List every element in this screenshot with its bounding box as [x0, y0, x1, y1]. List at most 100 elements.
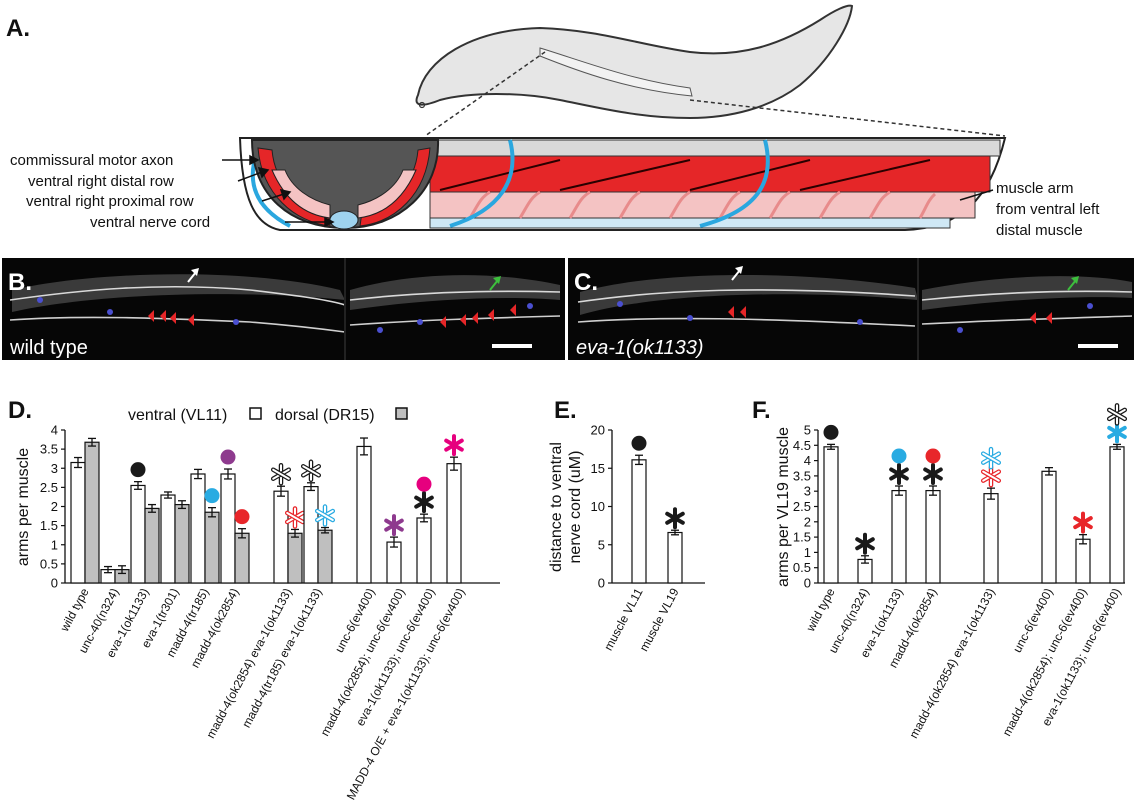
- significance-dot: [220, 449, 236, 465]
- y-tick-label: 1: [51, 537, 58, 552]
- ventral-nerve-cord-band: [429, 217, 951, 229]
- zoom-line-right: [689, 99, 1006, 137]
- y-tick-label: 3: [51, 461, 58, 476]
- significance-asterisk-inner: [316, 510, 334, 522]
- chart-d-legend: ventral (VL11) dorsal (DR15): [128, 407, 408, 424]
- bar: [70, 461, 86, 584]
- y-tick-label: 0: [598, 576, 605, 591]
- bar: [667, 531, 683, 584]
- panel-c-genotype: eva-1(ok1133): [576, 337, 703, 359]
- bar: [273, 490, 289, 584]
- significance-asterisk-inner: [982, 452, 1000, 464]
- significance-asterisk-stroke: [444, 438, 464, 452]
- bar: [287, 532, 303, 584]
- y-tick-label: 5: [598, 537, 605, 552]
- significance-asterisk: [270, 462, 292, 486]
- panel-e-label: E.: [554, 397, 577, 424]
- y-tick-label: 5: [804, 423, 811, 438]
- y-tick-label: 0: [51, 576, 58, 591]
- significance-dot: [234, 509, 250, 525]
- significance-asterisk-stroke: [1107, 425, 1127, 439]
- significance-dot: [891, 448, 907, 464]
- significance-dot: [631, 435, 647, 451]
- significance-asterisk: [384, 514, 404, 537]
- significance-asterisk-stroke: [855, 537, 875, 551]
- significance-dot: [130, 462, 146, 478]
- panel-b-label: B.: [8, 269, 32, 296]
- panel-c-label: C.: [574, 269, 598, 296]
- y-tick-label: 4: [51, 423, 58, 438]
- zoom-line-left: [424, 51, 546, 137]
- annotation-arrows: [222, 154, 335, 228]
- bar: [317, 529, 333, 584]
- legend-ventral-swatch: [249, 407, 262, 420]
- y-tick-label: 20: [591, 423, 605, 438]
- significance-dot: [925, 448, 941, 464]
- significance-asterisk-inner: [286, 511, 304, 523]
- annotation-muscle-arm-line1: muscle arm: [996, 180, 1074, 197]
- y-tick-label: 1.5: [793, 530, 811, 545]
- bar: [234, 532, 250, 584]
- worm-inset-region: [539, 47, 693, 97]
- bar: [891, 489, 907, 584]
- y-tick-label: 3.5: [793, 468, 811, 483]
- significance-dot: [204, 488, 220, 504]
- y-tick-label: 4: [804, 453, 811, 468]
- bar: [220, 473, 236, 584]
- worm-body: [415, 4, 854, 120]
- micrograph-b: [2, 258, 565, 360]
- legend-dorsal-text: dorsal (DR15): [275, 407, 375, 424]
- significance-asterisk: [284, 506, 306, 529]
- panel-f-label: F.: [752, 397, 771, 424]
- annotation-commissural-motor-axon: commissural motor axon: [10, 152, 173, 169]
- annotation-ventral-nerve-cord: ventral nerve cord: [90, 214, 210, 231]
- micrograph-c: [568, 258, 1134, 360]
- significance-asterisk-stroke: [414, 495, 434, 509]
- bar: [1109, 446, 1125, 584]
- bar: [190, 473, 206, 584]
- bar: [631, 459, 647, 584]
- y-axis-label-line: nerve cord (uM): [567, 451, 584, 564]
- y-tick-label: 3.5: [40, 442, 58, 457]
- significance-asterisk: [414, 491, 434, 514]
- bar: [204, 511, 220, 584]
- legend-ventral-text: ventral (VL11): [128, 407, 227, 424]
- significance-asterisk: [980, 446, 1002, 470]
- significance-asterisk: [300, 459, 322, 483]
- significance-asterisk: [444, 434, 464, 457]
- y-tick-label: 1: [804, 545, 811, 560]
- significance-asterisk: [855, 532, 875, 555]
- bar: [174, 503, 190, 584]
- significance-asterisk-stroke: [1073, 516, 1093, 530]
- significance-asterisk: [923, 462, 943, 485]
- bar: [823, 446, 839, 584]
- bar: [356, 445, 372, 584]
- y-tick-label: 10: [591, 499, 605, 514]
- annotation-ventral-right-proximal-row: ventral right proximal row: [26, 193, 194, 210]
- bar: [84, 441, 100, 584]
- significance-asterisk: [1107, 421, 1127, 444]
- significance-asterisk: [1106, 403, 1128, 426]
- significance-asterisk: [980, 464, 1002, 488]
- y-axis-label-line: distance to ventral: [548, 442, 565, 572]
- annotation-muscle-arm-pointer: [959, 189, 994, 201]
- y-tick-label: 4.5: [793, 438, 811, 453]
- bar: [446, 463, 462, 584]
- bar: [983, 493, 999, 584]
- significance-asterisk-stroke: [384, 518, 404, 532]
- y-axis-label: arms per muscle: [15, 448, 32, 566]
- worm-mouth: [418, 101, 426, 109]
- muscle-arms: [468, 190, 937, 219]
- y-axis-label: arms per VL19 muscle: [775, 427, 792, 587]
- cross-section-nerve-cord: [329, 210, 359, 230]
- dorsal-muscle-band: [429, 139, 1001, 157]
- y-tick-label: 2: [51, 499, 58, 514]
- bar: [144, 507, 160, 584]
- bar: [1041, 470, 1057, 584]
- panel-b-genotype: wild type: [9, 337, 88, 359]
- legend-dorsal-swatch: [395, 407, 408, 420]
